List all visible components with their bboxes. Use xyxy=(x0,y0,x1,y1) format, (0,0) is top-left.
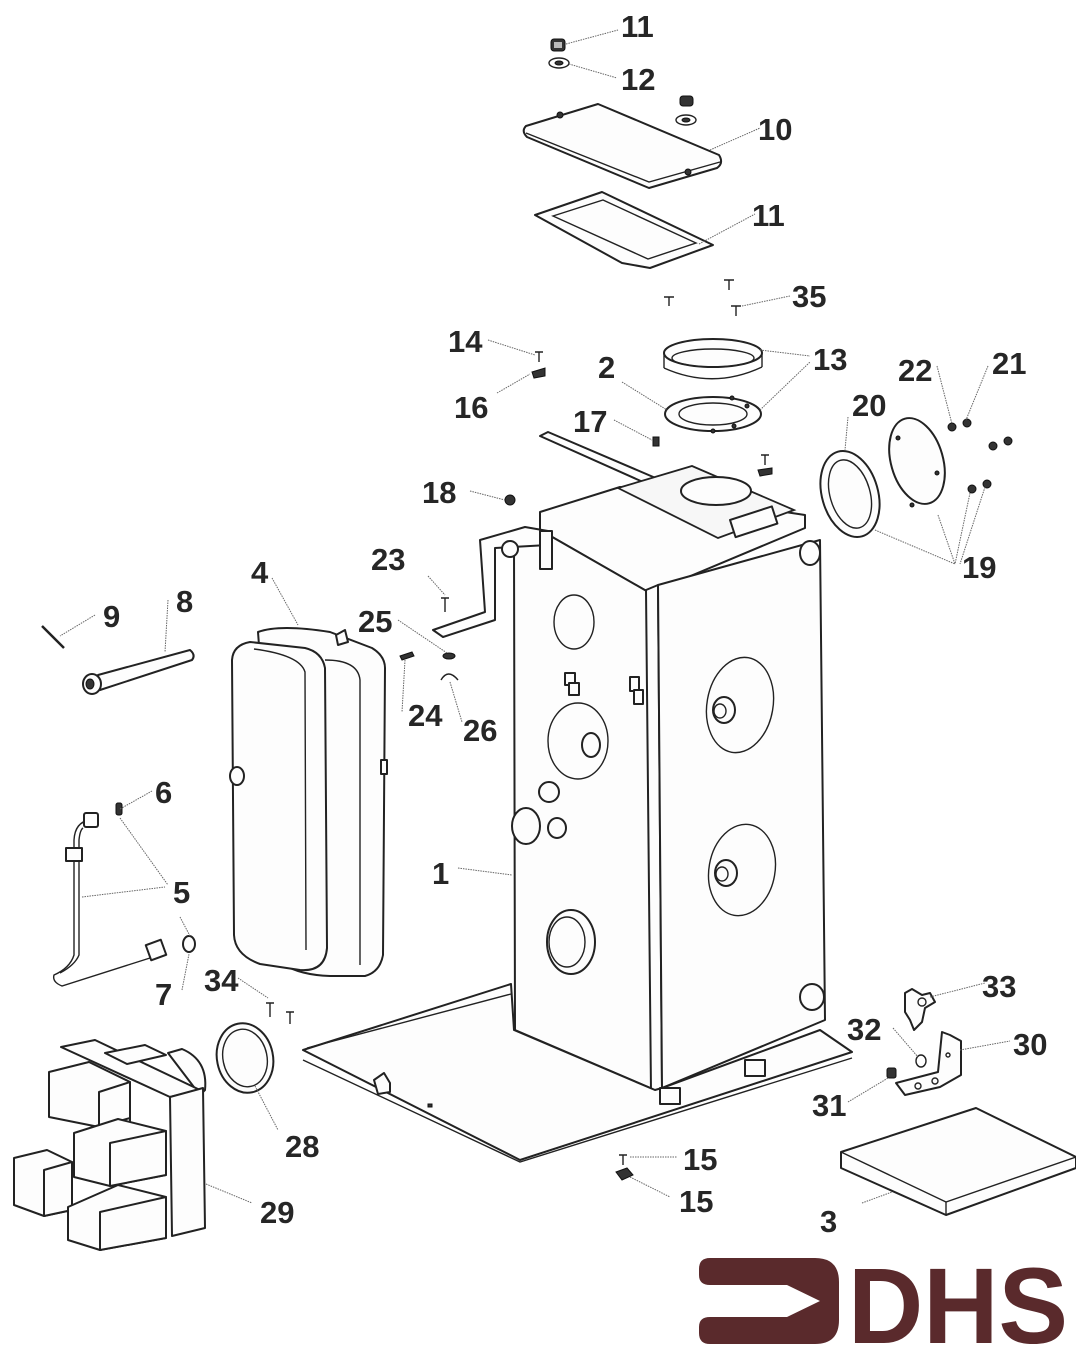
callout-32: 32 xyxy=(847,1012,881,1047)
part-17-nut xyxy=(531,367,546,379)
callout-15-bottom: 15 xyxy=(683,1142,717,1177)
part-26-washer xyxy=(442,652,456,660)
part-22-23-nuts xyxy=(947,418,1013,494)
callout-14: 13 xyxy=(813,342,847,377)
callout-20: 19 xyxy=(962,550,996,585)
dhs-logo-text: DHS xyxy=(848,1245,1068,1356)
callout-33: 33 xyxy=(982,969,1016,1004)
callout-29: 29 xyxy=(260,1195,294,1230)
callout-25: 24 xyxy=(408,698,443,733)
callout-1: 1 xyxy=(432,856,449,891)
part-1-boiler-body xyxy=(432,465,826,1093)
callout-19: 18 xyxy=(422,475,456,510)
callout-5: 5 xyxy=(173,875,190,910)
callout-10: 10 xyxy=(758,112,792,147)
part-34-screws xyxy=(266,1002,294,1024)
part-19-nut xyxy=(504,494,516,506)
part-16-nut xyxy=(615,1167,634,1181)
part-4-expansion-vessel xyxy=(229,627,388,977)
part-9-pin xyxy=(41,625,65,649)
callout-6: 6 xyxy=(155,775,172,810)
part-11-gasket-frame xyxy=(534,191,714,269)
part-2-flange-ring xyxy=(664,395,762,434)
part-15-screw-bottom xyxy=(619,1154,627,1165)
callout-23: 22 xyxy=(898,353,932,388)
callout-8: 8 xyxy=(176,584,193,619)
part-35-screws xyxy=(664,279,741,316)
callout-11: 11 xyxy=(752,198,785,233)
screw-top-right xyxy=(757,454,773,477)
callout-34: 34 xyxy=(204,963,239,998)
dhs-logo: DHS xyxy=(699,1245,1068,1356)
part-24-bolt xyxy=(441,597,449,612)
callout-16: 15 xyxy=(679,1184,713,1219)
part-18-clip xyxy=(652,436,660,447)
callout-7: 7 xyxy=(155,977,172,1012)
callout-18: 17 xyxy=(573,404,607,439)
callout-30: 30 xyxy=(1013,1027,1047,1062)
part-5-expansion-pipe xyxy=(52,812,168,987)
callout-24: 23 xyxy=(371,542,405,577)
part-7-washer xyxy=(182,935,196,953)
part-3-insulation-pad xyxy=(840,1107,1076,1216)
callout-labels: 11 12 10 11 35 14 13 2 22 21 20 16 17 18… xyxy=(103,9,1047,1239)
part-15-screw-top xyxy=(535,351,543,362)
part-8-pipe xyxy=(82,649,195,695)
part-31-nut xyxy=(886,1067,897,1079)
callout-17: 16 xyxy=(454,390,488,425)
part-10-top-cover xyxy=(522,103,723,189)
callout-27: 26 xyxy=(463,713,497,748)
leader-lines xyxy=(59,29,1011,1204)
callout-26: 25 xyxy=(358,604,392,639)
callout-4: 4 xyxy=(251,555,269,590)
part-20-inspection-cover xyxy=(888,417,946,508)
part-12-nut xyxy=(550,38,566,52)
base-plate xyxy=(302,983,853,1163)
part-25-pin xyxy=(399,651,415,661)
part-13-washer xyxy=(548,57,570,69)
callout-12: 11 xyxy=(621,9,654,44)
callout-35: 35 xyxy=(792,279,826,314)
part-13-washer-second xyxy=(675,114,697,126)
callout-28: 28 xyxy=(285,1129,319,1164)
callout-2: 2 xyxy=(598,350,615,385)
part-6-spring xyxy=(115,802,123,816)
dhs-arrow-icon xyxy=(699,1258,839,1344)
part-14-flue-collar xyxy=(663,338,763,380)
callout-21: 20 xyxy=(852,388,886,423)
callout-22: 21 xyxy=(992,346,1026,381)
callout-3: 3 xyxy=(820,1204,837,1239)
part-21-cover-gasket xyxy=(819,450,881,538)
part-29-burner xyxy=(13,1039,207,1251)
callout-13: 12 xyxy=(621,62,655,97)
part-12-nut-second xyxy=(679,95,694,107)
part-28-burner-gasket xyxy=(215,1022,275,1094)
part-33-valve xyxy=(904,988,936,1031)
part-27-clip xyxy=(440,673,459,681)
callout-31: 31 xyxy=(812,1088,846,1123)
part-32-washer xyxy=(915,1054,927,1068)
callout-9: 9 xyxy=(103,599,120,634)
callout-15-top: 14 xyxy=(448,324,483,359)
part-30-bracket xyxy=(895,1031,962,1096)
